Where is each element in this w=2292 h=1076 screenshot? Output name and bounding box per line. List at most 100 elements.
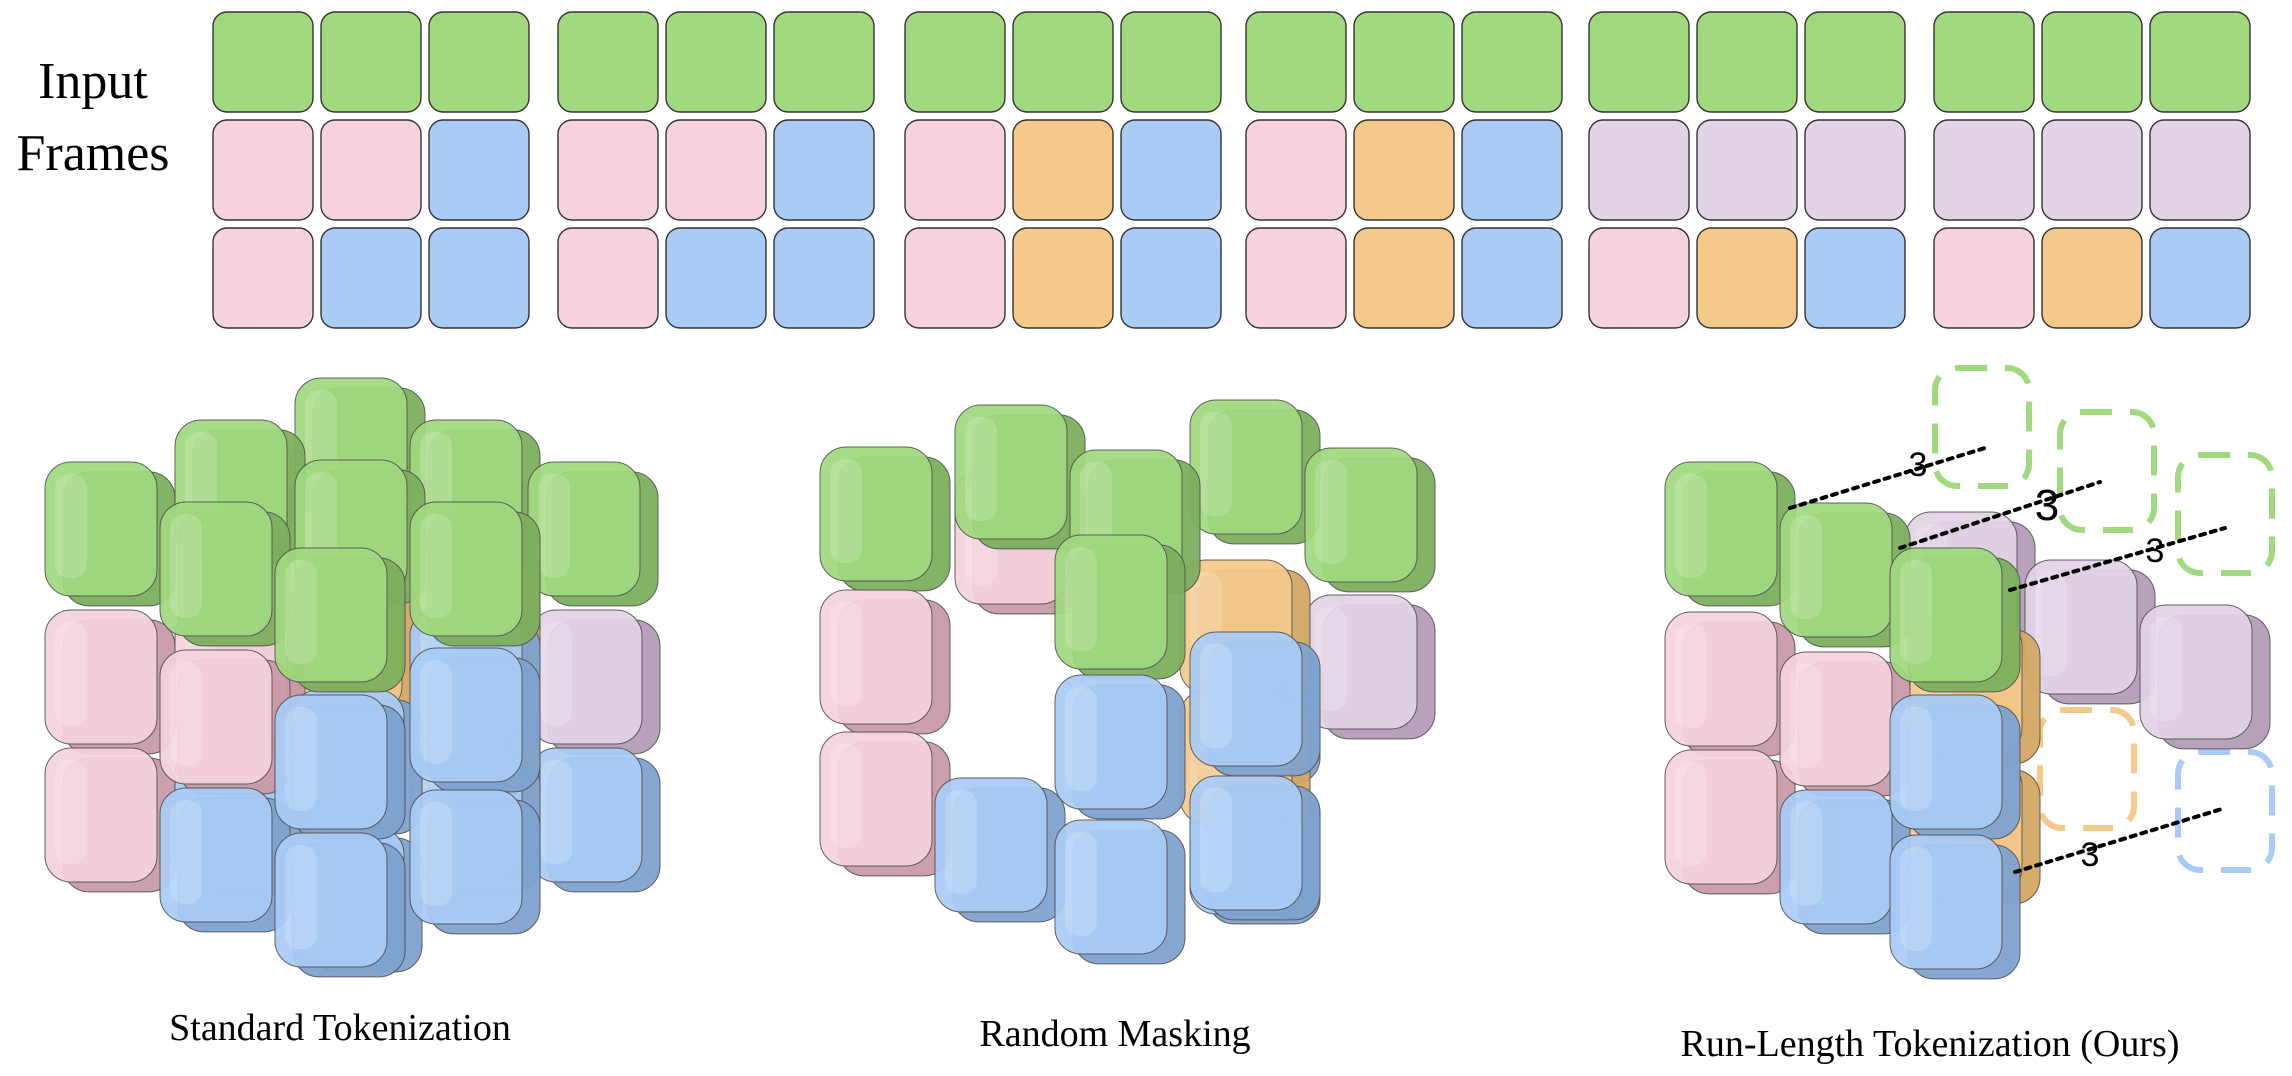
token-cube-pink — [1664, 611, 1796, 757]
frame-patch-pink — [1245, 119, 1347, 221]
token-cube-blue — [1889, 694, 2021, 840]
ghost-token-green — [2057, 409, 2157, 533]
frame-patch-green — [1120, 11, 1222, 113]
token-cube-pink — [44, 747, 176, 893]
input-frame-1 — [212, 11, 530, 329]
ghost-token-green — [1932, 365, 2032, 489]
token-cube-green — [274, 547, 406, 693]
token-cube-green — [1304, 447, 1436, 593]
run-length-label-3: 3 — [2146, 532, 2165, 570]
run-length-label-2: 3 — [2035, 481, 2059, 530]
frame-patch-pink — [557, 119, 659, 221]
token-cube-green — [527, 461, 659, 607]
frame-patch-blue — [1120, 119, 1222, 221]
token-cube-blue — [159, 787, 291, 933]
frame-patch-blue — [428, 119, 530, 221]
token-cube-pink — [819, 589, 951, 735]
ghost-token-orange — [2037, 707, 2137, 831]
token-cube-purple — [2024, 559, 2156, 705]
frame-patch-green — [665, 11, 767, 113]
standard-tokenization-panel — [44, 377, 661, 978]
frame-patch-green — [1012, 11, 1114, 113]
frame-patch-green — [1588, 11, 1690, 113]
frame-patch-orange — [1012, 227, 1114, 329]
frame-patch-green — [1353, 11, 1455, 113]
run-length-label-1: 3 — [1909, 446, 1928, 484]
input-frames — [212, 11, 2251, 329]
token-cube-green — [1664, 461, 1796, 607]
frame-patch-blue — [320, 227, 422, 329]
frame-patch-green — [1461, 11, 1563, 113]
frame-patch-green — [557, 11, 659, 113]
token-cube-pink — [159, 649, 291, 795]
ghost-token-green — [2175, 452, 2275, 576]
token-cube-pink — [819, 731, 951, 877]
token-cube-green — [159, 501, 291, 647]
frame-patch-green — [1245, 11, 1347, 113]
frame-patch-green — [320, 11, 422, 113]
token-cube-green — [819, 446, 951, 592]
frame-patch-green — [2149, 11, 2251, 113]
token-cube-purple — [1304, 594, 1436, 740]
frame-patch-pink — [904, 119, 1006, 221]
run-length-connector — [2008, 526, 2227, 592]
token-cube-blue — [1889, 834, 2021, 980]
frame-patch-green — [1804, 11, 1906, 113]
run-length-connector — [1788, 446, 1987, 510]
run-length-connector — [2013, 806, 2227, 874]
frame-patch-orange — [2041, 227, 2143, 329]
frame-patch-green — [1933, 11, 2035, 113]
frame-patch-pink — [212, 119, 314, 221]
token-cube-blue — [409, 647, 541, 793]
input-frame-2 — [557, 11, 875, 329]
frame-patch-blue — [428, 227, 530, 329]
run-length-label-4: 3 — [2081, 836, 2100, 874]
input-label-line1: Input — [38, 53, 148, 110]
frame-patch-blue — [773, 227, 875, 329]
token-cube-pink — [44, 609, 176, 755]
frame-patch-green — [428, 11, 530, 113]
frame-patch-pink — [1588, 227, 1690, 329]
token-cube-blue — [1054, 674, 1186, 820]
token-cube-green — [954, 404, 1086, 550]
frame-patch-pink — [665, 119, 767, 221]
frame-patch-pink — [904, 227, 1006, 329]
token-cube-green — [1779, 502, 1911, 648]
frame-patch-orange — [1353, 227, 1455, 329]
frame-patch-pink — [557, 227, 659, 329]
frame-patch-pink — [1245, 227, 1347, 329]
frame-patch-green — [212, 11, 314, 113]
token-cube-blue — [1779, 789, 1911, 935]
token-cube-green — [1054, 534, 1186, 680]
frame-patch-orange — [1012, 119, 1114, 221]
token-cube-blue — [409, 789, 541, 935]
token-cube-blue — [1054, 819, 1186, 965]
token-cube-green — [409, 501, 541, 647]
caption-standard: Standard Tokenization — [169, 1007, 511, 1049]
token-cube-purple — [2139, 604, 2271, 750]
frame-patch-blue — [2149, 227, 2251, 329]
frame-patch-blue — [1461, 227, 1563, 329]
frame-patch-green — [1696, 11, 1798, 113]
frame-patch-orange — [1353, 119, 1455, 221]
frame-patch-green — [773, 11, 875, 113]
token-cube-pink — [1664, 749, 1796, 895]
frame-patch-purple — [2149, 119, 2251, 221]
token-cube-blue — [1189, 631, 1321, 777]
token-cube-blue — [934, 777, 1066, 923]
token-cube-blue — [529, 747, 661, 893]
frame-patch-green — [904, 11, 1006, 113]
frame-patch-purple — [1933, 119, 2035, 221]
token-cube-green — [1189, 399, 1321, 545]
random-masking-panel — [819, 399, 1436, 965]
token-cube-pink — [1779, 651, 1911, 797]
frame-patch-pink — [212, 227, 314, 329]
frame-patch-purple — [1696, 119, 1798, 221]
caption-run-length: Run-Length Tokenization (Ours) — [1681, 1023, 2180, 1065]
frame-patch-green — [2041, 11, 2143, 113]
frame-patch-purple — [2041, 119, 2143, 221]
caption-random-masking: Random Masking — [979, 1013, 1250, 1055]
frame-patch-blue — [1461, 119, 1563, 221]
frame-patch-orange — [1696, 227, 1798, 329]
